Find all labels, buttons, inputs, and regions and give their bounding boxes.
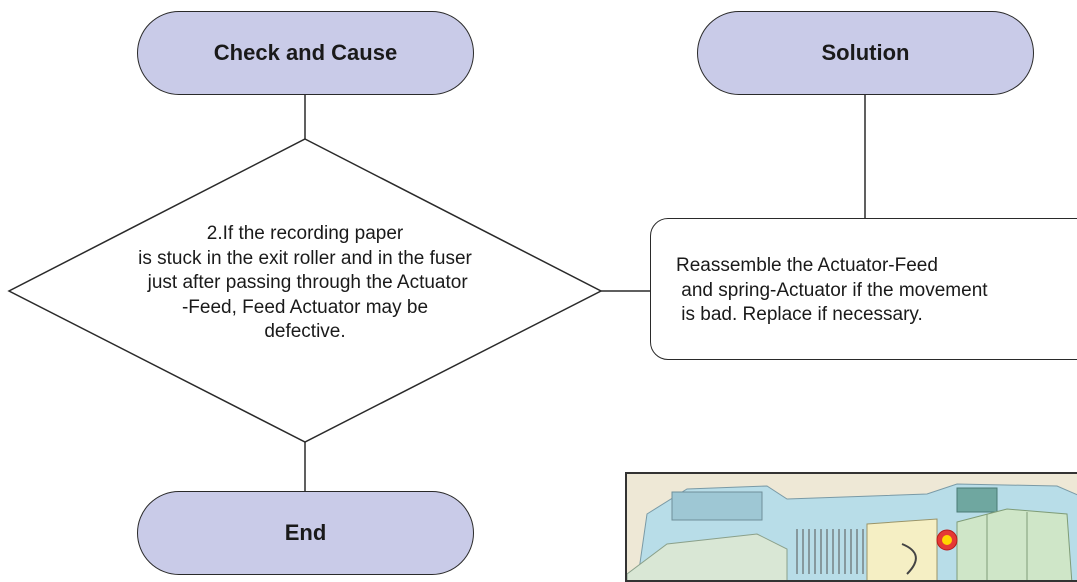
check-and-cause-header: Check and Cause: [137, 11, 474, 95]
end-label: End: [284, 520, 327, 545]
decision-line: is stuck in the exit roller and in the f…: [138, 247, 472, 269]
solution-line: Reassemble the Actuator-Feed: [676, 255, 938, 276]
end-terminal: End: [137, 491, 474, 575]
solution-line: is bad. Replace if necessary.: [676, 304, 923, 325]
actuator-marker-inner: [942, 535, 952, 545]
printer-actuator-photo: [625, 472, 1077, 582]
decision-text: 2.If the recording paper is stuck in the…: [60, 222, 550, 345]
troubleshooting-flowchart: Check and Cause Solution 2.If the record…: [7, 11, 1077, 582]
decision-line: 2.If the recording paper: [206, 223, 404, 244]
photo-illustration: [627, 474, 1077, 580]
decision-line: -Feed, Feed Actuator may be: [181, 296, 429, 318]
check-and-cause-label: Check and Cause: [213, 40, 398, 65]
decision-line: defective.: [264, 321, 346, 342]
solution-label: Solution: [821, 40, 910, 65]
decision-line: just after passing through the Actuator: [142, 272, 468, 293]
solution-box: [650, 218, 1077, 360]
solution-header: Solution: [697, 11, 1034, 95]
solution-line: and spring-Actuator if the movement: [676, 279, 988, 301]
solution-text: Reassemble the Actuator-Feed and spring-…: [676, 254, 1076, 328]
connector-layer: [7, 95, 866, 491]
